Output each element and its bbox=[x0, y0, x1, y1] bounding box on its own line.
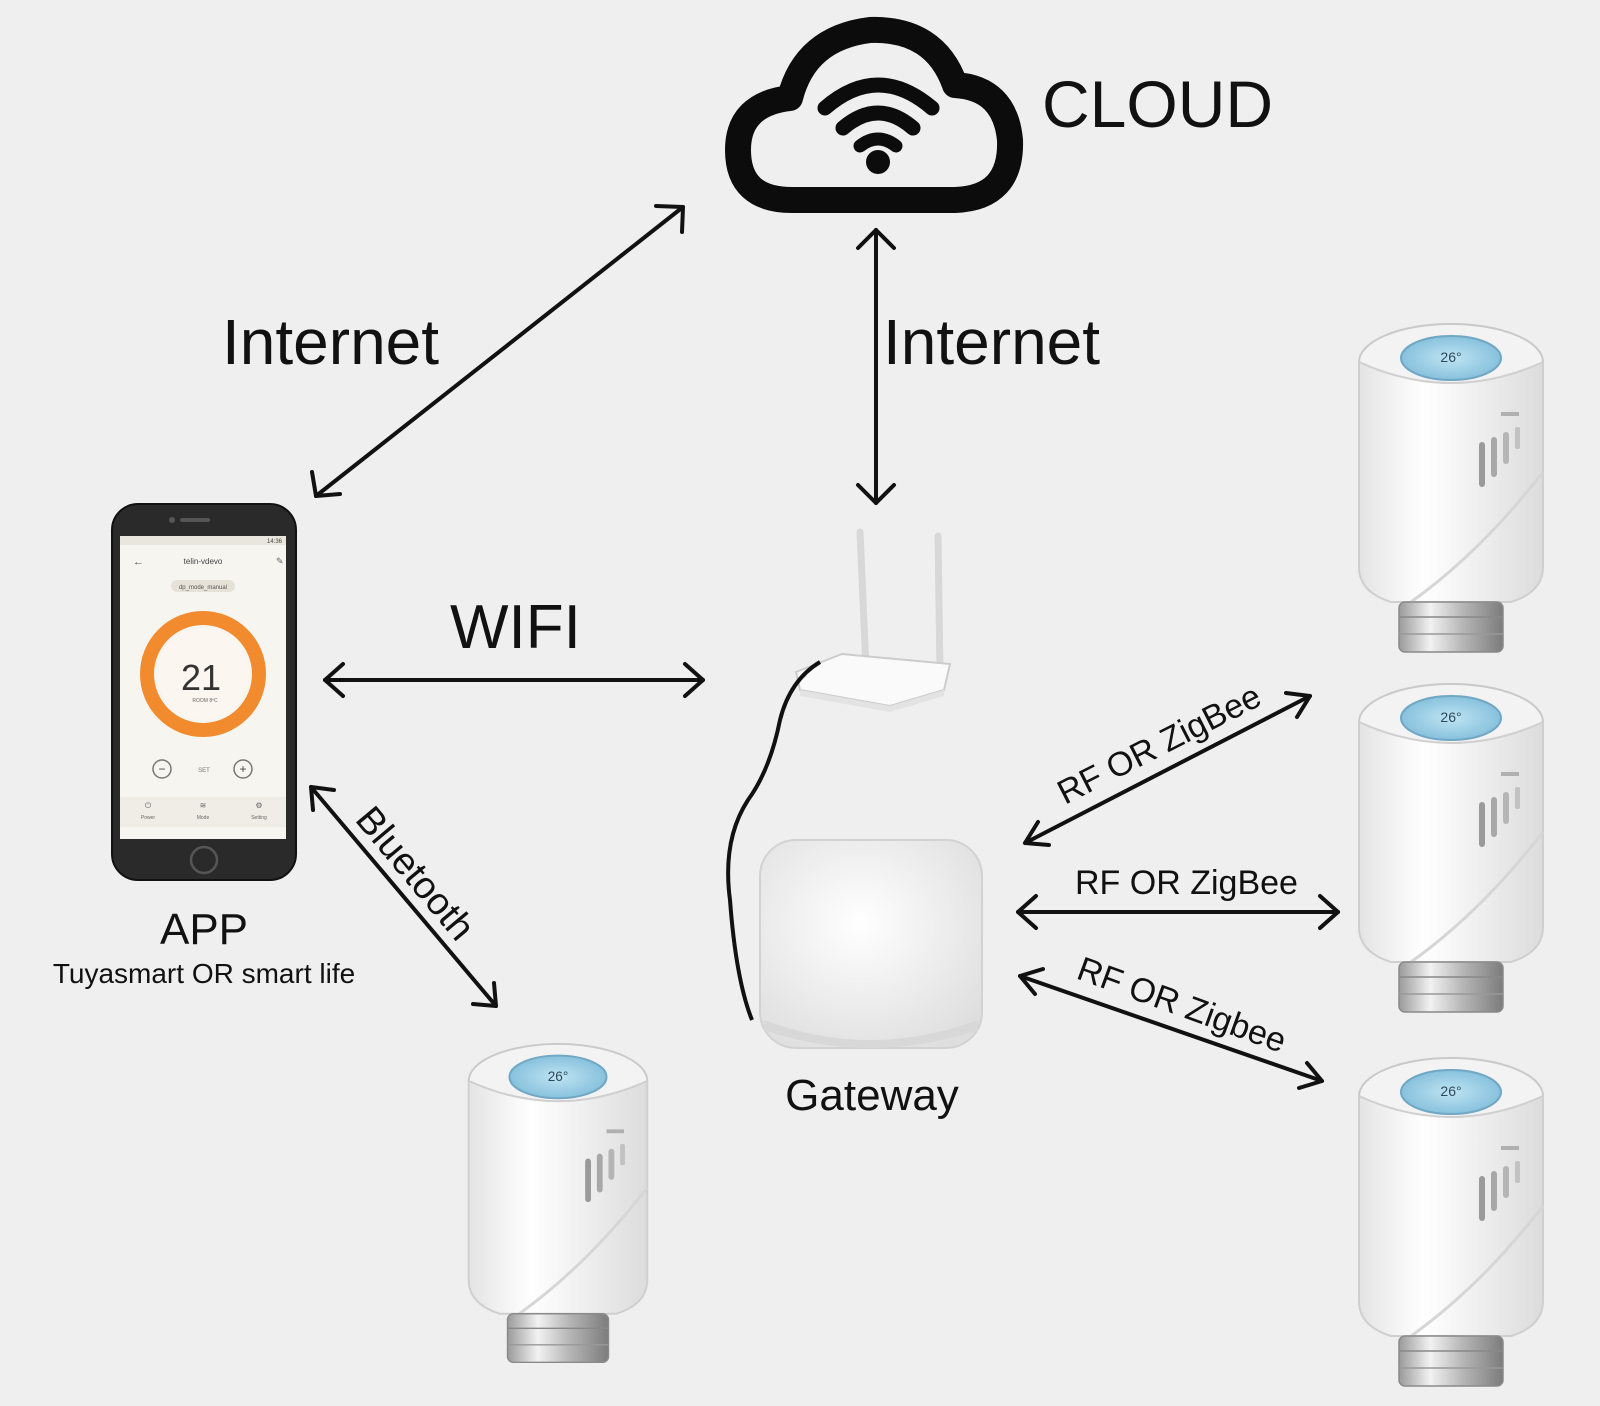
temperature-value: 21 bbox=[181, 657, 221, 698]
arrow-gateway-trv3 bbox=[1018, 967, 1324, 1090]
bluetooth-label: Bluetooth bbox=[347, 799, 482, 949]
wifi-router bbox=[794, 528, 952, 712]
arrow-gateway-trv2 bbox=[1016, 894, 1340, 930]
mode-chip: dp_mode_manual bbox=[179, 585, 227, 591]
temperature-dial[interactable] bbox=[140, 611, 266, 737]
plus-icon: + bbox=[239, 762, 246, 776]
gateway-label: Gateway bbox=[785, 1071, 959, 1120]
nav-setting[interactable]: Setting bbox=[251, 815, 267, 821]
trv-1 bbox=[1357, 322, 1545, 654]
app-sublabel: Tuyasmart OR smart life bbox=[53, 958, 355, 989]
arrow-router-cloud bbox=[856, 228, 896, 505]
nav-power[interactable]: Power bbox=[141, 815, 156, 821]
minus-icon: − bbox=[158, 762, 165, 776]
wifi-label: WIFI bbox=[450, 593, 581, 662]
cloud-label: CLOUD bbox=[1042, 67, 1273, 141]
status-time: 14:36 bbox=[267, 539, 283, 545]
cloud-wifi-icon bbox=[725, 16, 1024, 213]
gateway-device bbox=[759, 839, 983, 1049]
arrow-app-router bbox=[323, 662, 705, 698]
rf-zigbee-label-2: RF OR ZigBee bbox=[1075, 864, 1298, 902]
edit-icon[interactable]: ✎ bbox=[276, 556, 284, 566]
power-icon[interactable]: ⏻ bbox=[145, 801, 152, 810]
app-label: APP bbox=[160, 905, 248, 954]
mode-icon[interactable]: ≋ bbox=[200, 801, 207, 810]
arrow-gateway-trv1 bbox=[1023, 691, 1312, 847]
plus-button[interactable] bbox=[233, 759, 253, 779]
internet-label-right: Internet bbox=[883, 306, 1100, 378]
internet-label-left: Internet bbox=[222, 306, 439, 378]
arrow-app-trv bbox=[309, 785, 498, 1008]
minus-button[interactable] bbox=[152, 759, 172, 779]
arrow-app-cloud bbox=[310, 204, 685, 498]
trv-2 bbox=[1357, 682, 1545, 1014]
trv-3 bbox=[1357, 1056, 1545, 1388]
device-title: telin-vdevo bbox=[184, 557, 223, 566]
smartphone: 14:36 ← telin-vdevo ✎ dp_mode_manual 21 … bbox=[111, 503, 297, 881]
back-icon[interactable]: ← bbox=[133, 556, 144, 568]
temperature-caption: ROOM 8ºC bbox=[192, 698, 218, 704]
router-gateway-cable bbox=[726, 660, 822, 1021]
nav-mode[interactable]: Mode bbox=[197, 815, 210, 821]
set-label: SET bbox=[198, 768, 210, 774]
rf-zigbee-label-1: RF OR ZigBee bbox=[1051, 677, 1267, 812]
trv-bluetooth bbox=[467, 1042, 649, 1364]
setting-icon[interactable]: ⚙ bbox=[255, 801, 262, 810]
